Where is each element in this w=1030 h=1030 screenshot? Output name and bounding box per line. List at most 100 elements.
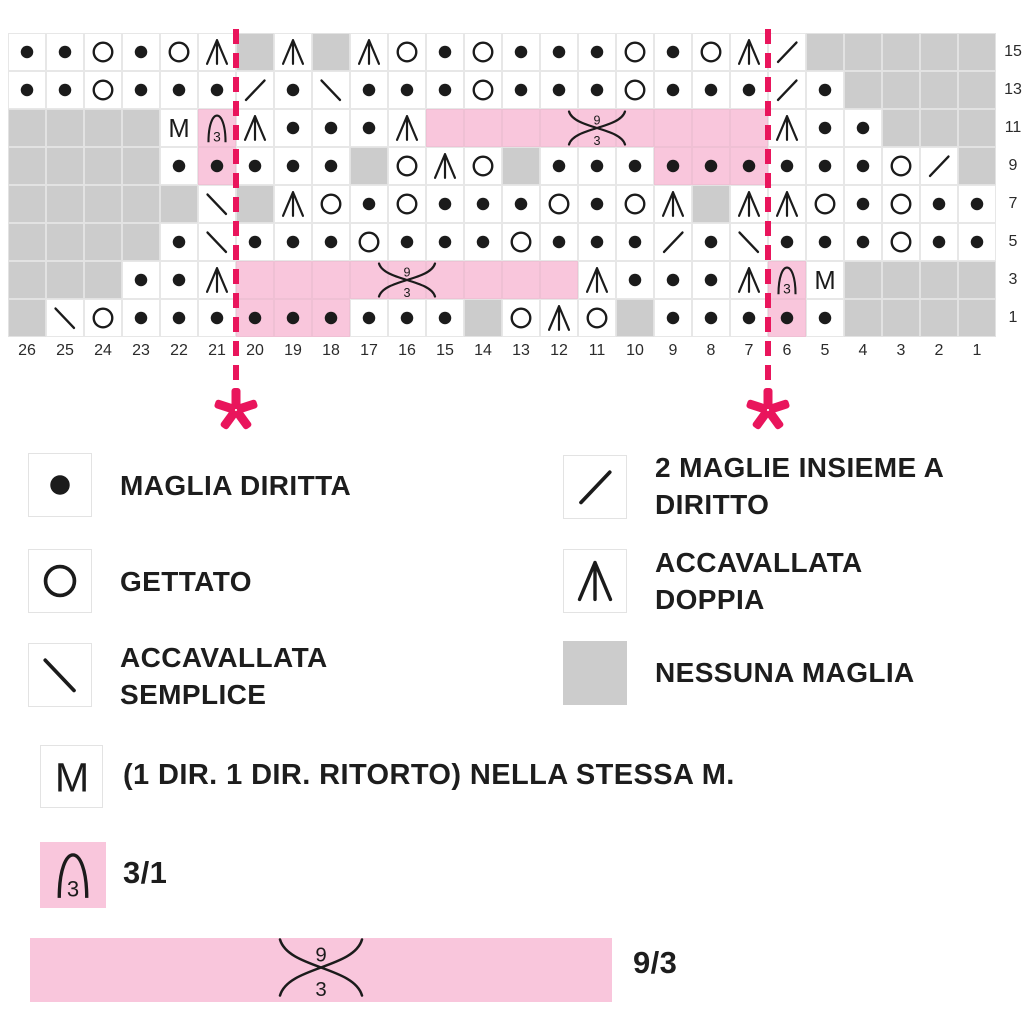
chart-cell (540, 185, 578, 223)
row-number: 11 (1004, 119, 1022, 136)
column-number: 6 (782, 342, 792, 359)
chart-cell (122, 261, 160, 299)
chart-cell (464, 71, 502, 109)
chart-cell (198, 147, 236, 185)
chart-cell (578, 223, 616, 261)
chart-cell (198, 71, 236, 109)
chart-cell (160, 33, 198, 71)
repeat-star-right-icon (745, 387, 791, 433)
chart-cell (692, 147, 730, 185)
chart-cell (958, 71, 996, 109)
chart-cell (692, 299, 730, 337)
chart-cell (464, 147, 502, 185)
chart-cell (502, 299, 540, 337)
chart-cell (806, 223, 844, 261)
chart-cell (236, 147, 274, 185)
legend-make-stitch-icon: M (40, 745, 103, 808)
chart-cell (654, 299, 692, 337)
chart-cell (958, 109, 996, 147)
chart-cell (198, 33, 236, 71)
chart-cell (274, 185, 312, 223)
legend-k2tog-icon (563, 455, 627, 519)
column-number: 13 (512, 342, 530, 359)
chart-cell (920, 71, 958, 109)
chart-cell (616, 261, 654, 299)
chart-cell (502, 109, 540, 147)
svg-text:3: 3 (593, 134, 600, 147)
chart-cell (692, 223, 730, 261)
chart-cell (730, 261, 768, 299)
chart-cell (768, 147, 806, 185)
column-number: 18 (322, 342, 340, 359)
chart-cell (844, 147, 882, 185)
chart-cell (540, 109, 578, 147)
chart-cell (882, 147, 920, 185)
chart-cell (160, 71, 198, 109)
chart-cell (654, 185, 692, 223)
chart-cell (502, 185, 540, 223)
chart-cell (350, 185, 388, 223)
chart-cell (46, 185, 84, 223)
svg-text:3: 3 (67, 876, 79, 901)
chart-cell (84, 147, 122, 185)
chart-cell (8, 33, 46, 71)
svg-text:9: 9 (403, 265, 410, 279)
legend-label-maglia-diritta: MAGLIA DIRITTA (120, 470, 352, 501)
chart-cell (426, 223, 464, 261)
chart-cell (274, 71, 312, 109)
chart-cell (844, 185, 882, 223)
chart-cell (8, 109, 46, 147)
column-number: 2 (934, 342, 944, 359)
chart-cell (350, 299, 388, 337)
chart-cell (502, 223, 540, 261)
chart-cell (160, 299, 198, 337)
chart-cell (920, 109, 958, 147)
chart-cell (464, 299, 502, 337)
chart-cell (806, 147, 844, 185)
legend-3-1-icon: 3 (40, 842, 106, 908)
chart-cell (426, 109, 464, 147)
chart-cell (654, 223, 692, 261)
chart-cell (84, 109, 122, 147)
chart-cell (768, 33, 806, 71)
legend-yarn-over-icon (28, 549, 92, 613)
repeat-line-right (765, 29, 771, 392)
chart-cell (578, 33, 616, 71)
chart-cell (578, 299, 616, 337)
chart-cell (84, 299, 122, 337)
chart-cell (654, 33, 692, 71)
chart-cell (236, 33, 274, 71)
chart-cell (8, 147, 46, 185)
chart-cell (806, 299, 844, 337)
column-number: 7 (744, 342, 754, 359)
chart-cell (84, 261, 122, 299)
chart-cell (768, 223, 806, 261)
chart-cell (540, 147, 578, 185)
chart-cell (160, 185, 198, 223)
chart-cell (806, 109, 844, 147)
column-number: 9 (668, 342, 678, 359)
chart-cell (122, 33, 160, 71)
chart-cell (806, 33, 844, 71)
chart-cell (312, 109, 350, 147)
chart-cell (844, 261, 882, 299)
chart-cell (958, 223, 996, 261)
chart-cell (958, 299, 996, 337)
column-number: 25 (56, 342, 74, 359)
chart-cell (882, 33, 920, 71)
chart-cell (198, 185, 236, 223)
chart-cell (426, 185, 464, 223)
chart-cell (844, 33, 882, 71)
chart-cell (122, 109, 160, 147)
chart-cell: 3 (768, 261, 806, 299)
repeat-star-left-icon (213, 387, 259, 433)
column-number: 23 (132, 342, 150, 359)
column-number: 11 (588, 342, 606, 359)
chart-cell (122, 71, 160, 109)
chart-cell (958, 261, 996, 299)
svg-text:3: 3 (783, 281, 791, 296)
chart-cell (920, 33, 958, 71)
chart-cell (388, 223, 426, 261)
